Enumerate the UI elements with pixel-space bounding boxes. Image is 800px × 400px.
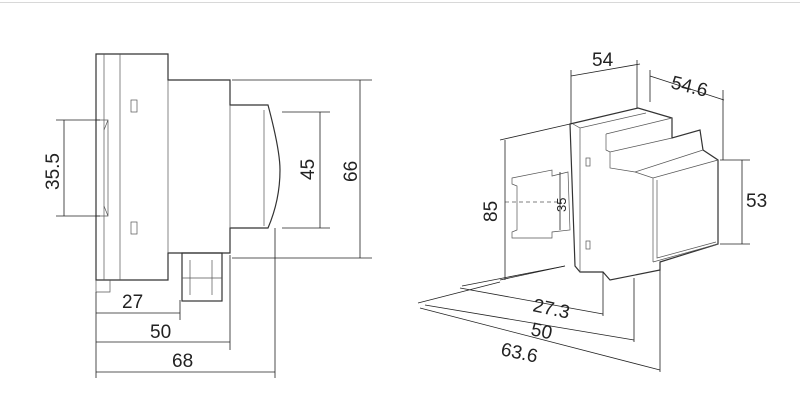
top-border	[0, 2, 800, 3]
dim-depth-mid: 50	[150, 322, 171, 343]
side-view: 66 45 35.5 27 50 68	[43, 53, 372, 378]
dim-rail-width: 35.5	[43, 153, 64, 190]
dim-height-total: 66	[341, 161, 362, 182]
terminal-block	[181, 252, 223, 302]
dim-depth-rail: 27	[122, 292, 143, 313]
dim-height-front: 45	[298, 159, 319, 180]
dim-depth-total: 63.6	[499, 339, 540, 367]
din-rail	[511, 169, 571, 239]
iso-body-outline	[569, 107, 719, 281]
dim-width: 54	[592, 50, 614, 71]
dim-depth-total: 68	[172, 351, 193, 372]
iso-view: 54 54.6 53 85 35 27.3 50 63.6	[417, 50, 767, 372]
dim-height: 85	[481, 201, 502, 222]
dim-front-height: 53	[746, 191, 767, 212]
dim-rail: 35	[554, 198, 569, 212]
dim-depth-mid: 50	[529, 319, 554, 344]
dim-width-top: 54.6	[669, 72, 710, 101]
side-body-outline	[95, 53, 281, 281]
